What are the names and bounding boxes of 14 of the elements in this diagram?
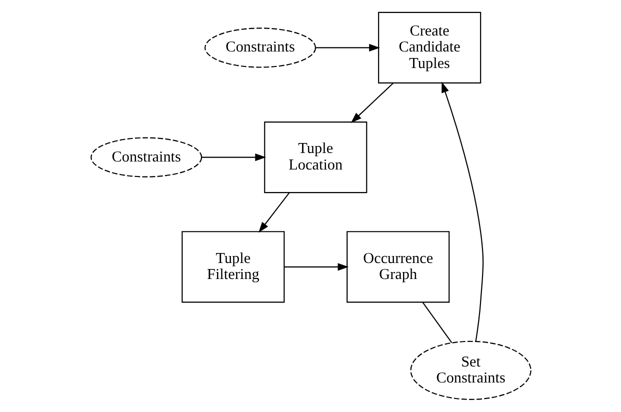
node-ellipse: Set Constraints bbox=[410, 340, 531, 400]
arrow bbox=[350, 82, 394, 124]
arrow bbox=[441, 82, 484, 342]
node-box: Tuple Location bbox=[264, 122, 367, 194]
arrow bbox=[315, 44, 380, 52]
connector bbox=[422, 302, 452, 344]
arrow bbox=[258, 192, 290, 233]
node-box: Create Candidate Tuples bbox=[378, 12, 481, 84]
node-box: Tuple Filtering bbox=[181, 231, 284, 303]
arrow bbox=[201, 154, 266, 162]
node-ellipse: Constraints bbox=[90, 137, 202, 178]
arrow bbox=[284, 263, 348, 271]
node-box: Occurrence Graph bbox=[346, 231, 450, 303]
node-ellipse: Constraints bbox=[204, 28, 316, 68]
